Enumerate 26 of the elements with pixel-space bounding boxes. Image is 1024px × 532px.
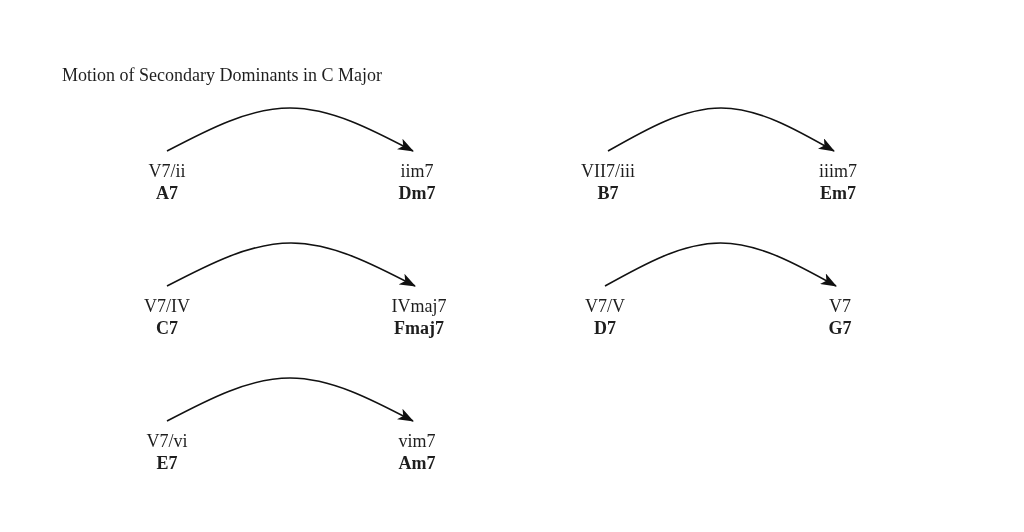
- chord-symbol: A7: [156, 182, 178, 204]
- curved-arrow: [607, 107, 835, 152]
- chord-symbol: Dm7: [398, 182, 436, 204]
- roman-numeral-label: V7/V: [585, 295, 625, 317]
- chord-symbol: Em7: [820, 182, 856, 204]
- roman-numeral-label: V7/ii: [148, 160, 186, 182]
- chord-symbol: B7: [597, 182, 619, 204]
- chord-symbol: C7: [156, 317, 178, 339]
- curved-arrow: [166, 377, 414, 422]
- chord-symbol: E7: [156, 452, 178, 474]
- curved-arrow: [166, 242, 416, 287]
- roman-numeral-label: V7/IV: [144, 295, 190, 317]
- curved-arrow: [166, 107, 414, 152]
- roman-numeral-label: V7: [829, 295, 851, 317]
- roman-numeral-label: iiim7: [819, 160, 857, 182]
- roman-numeral-label: vim7: [398, 430, 436, 452]
- chord-symbol: Fmaj7: [394, 317, 444, 339]
- curved-arrow: [604, 242, 837, 287]
- chord-symbol: G7: [828, 317, 852, 339]
- roman-numeral-label: IVmaj7: [391, 295, 447, 317]
- roman-numeral-label: VII7/iii: [581, 160, 635, 182]
- roman-numeral-label: iim7: [400, 160, 434, 182]
- roman-numeral-label: V7/vi: [146, 430, 188, 452]
- diagram-title: Motion of Secondary Dominants in C Major: [62, 65, 382, 85]
- chord-symbol: D7: [594, 317, 616, 339]
- chord-symbol: Am7: [398, 452, 436, 474]
